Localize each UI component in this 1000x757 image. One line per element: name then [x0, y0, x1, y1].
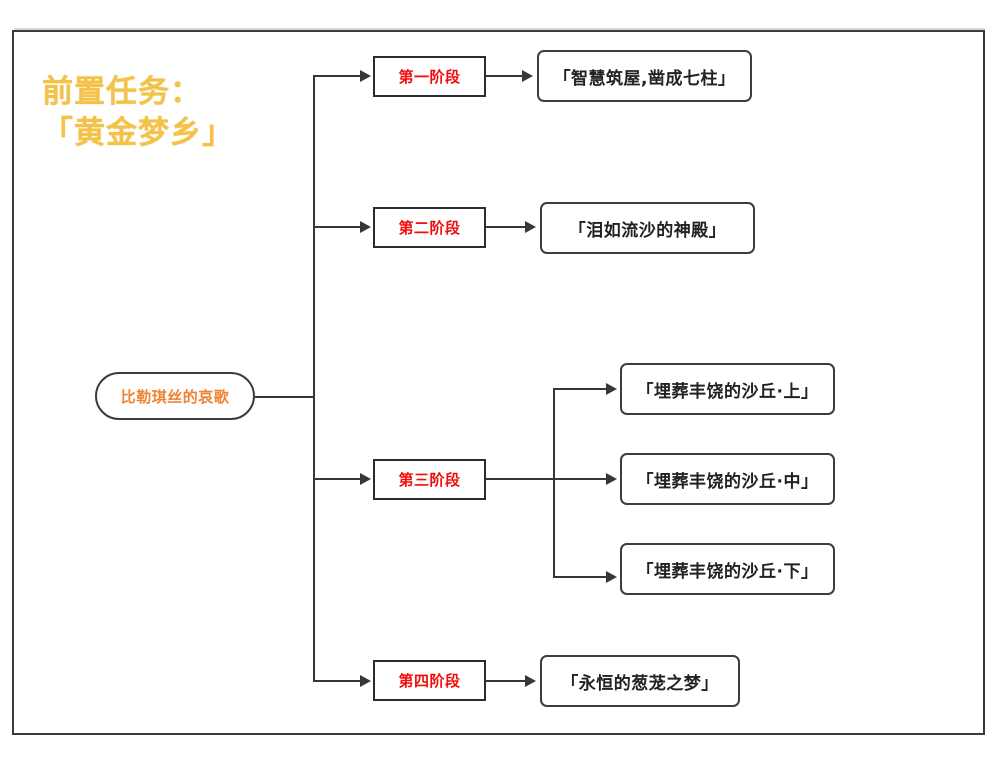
arrow-head-stage-4 [360, 674, 371, 687]
quest-box-4-1[interactable]: 「永恒的葱茏之梦」 [540, 655, 740, 707]
arrow-head-quest-3-3 [606, 570, 617, 583]
root-node-label: 比勒琪丝的哀歌 [120, 387, 230, 406]
arrow-head-quest-3-2 [606, 472, 617, 485]
quest-label-4-1: 「永恒的葱茏之梦」 [561, 673, 719, 694]
stage-label-3: 第三阶段 [398, 471, 461, 489]
arrow-head-stage-1 [360, 69, 371, 82]
quest-box-3-2[interactable]: 「埋葬丰饶的沙丘·中」 [620, 453, 835, 505]
quest-label-3-3: 「埋葬丰饶的沙丘·下」 [636, 561, 819, 582]
stage-label-2: 第二阶段 [398, 219, 461, 237]
quest-label-2-1: 「泪如流沙的神殿」 [568, 220, 727, 241]
arrow-head-quest-1-1 [522, 69, 533, 82]
connector-stage-3-to-spine [486, 478, 614, 481]
connector-trunk-to-stage-2 [313, 226, 361, 229]
arrow-head-quest-2-1 [525, 220, 536, 233]
stage-label-4: 第四阶段 [398, 672, 461, 690]
frame-top-highlight [14, 28, 985, 30]
quest-label-3-1: 「埋葬丰饶的沙丘·上」 [636, 381, 819, 402]
connector-stage-3-spine [553, 389, 556, 578]
connector-main-trunk [313, 76, 316, 682]
arrow-head-quest-4-1 [525, 674, 536, 687]
connector-spine-to-quest-3-1 [553, 388, 608, 391]
quest-label-3-2: 「埋葬丰饶的沙丘·中」 [636, 471, 819, 492]
arrow-head-stage-3 [360, 472, 371, 485]
connector-stage-4-to-quest [486, 680, 526, 683]
connector-trunk-to-stage-4 [313, 680, 361, 683]
stage-box-1[interactable]: 第一阶段 [373, 56, 486, 97]
connector-trunk-to-stage-3 [313, 478, 361, 481]
connector-stage-2-to-quest [486, 226, 526, 229]
stage-box-3[interactable]: 第三阶段 [373, 459, 486, 500]
page-title: 前置任务： 「黄金梦乡」 [42, 74, 234, 151]
quest-box-2-1[interactable]: 「泪如流沙的神殿」 [540, 202, 755, 254]
stage-box-4[interactable]: 第四阶段 [373, 660, 486, 701]
connector-spine-to-quest-3-3 [553, 576, 608, 579]
arrow-head-stage-2 [360, 220, 371, 233]
quest-box-1-1[interactable]: 「智慧筑屋,凿成七柱」 [537, 50, 752, 102]
quest-box-3-3[interactable]: 「埋葬丰饶的沙丘·下」 [620, 543, 835, 595]
arrow-head-quest-3-1 [606, 382, 617, 395]
stage-label-1: 第一阶段 [398, 68, 461, 86]
stage-box-2[interactable]: 第二阶段 [373, 207, 486, 248]
quest-box-3-1[interactable]: 「埋葬丰饶的沙丘·上」 [620, 363, 835, 415]
connector-stage-1-to-quest [486, 75, 523, 78]
quest-label-1-1: 「智慧筑屋,凿成七柱」 [553, 68, 736, 89]
connector-root-to-trunk [255, 396, 315, 399]
connector-trunk-to-stage-1 [313, 75, 361, 78]
root-node-bilqis-elegy[interactable]: 比勒琪丝的哀歌 [95, 372, 255, 420]
